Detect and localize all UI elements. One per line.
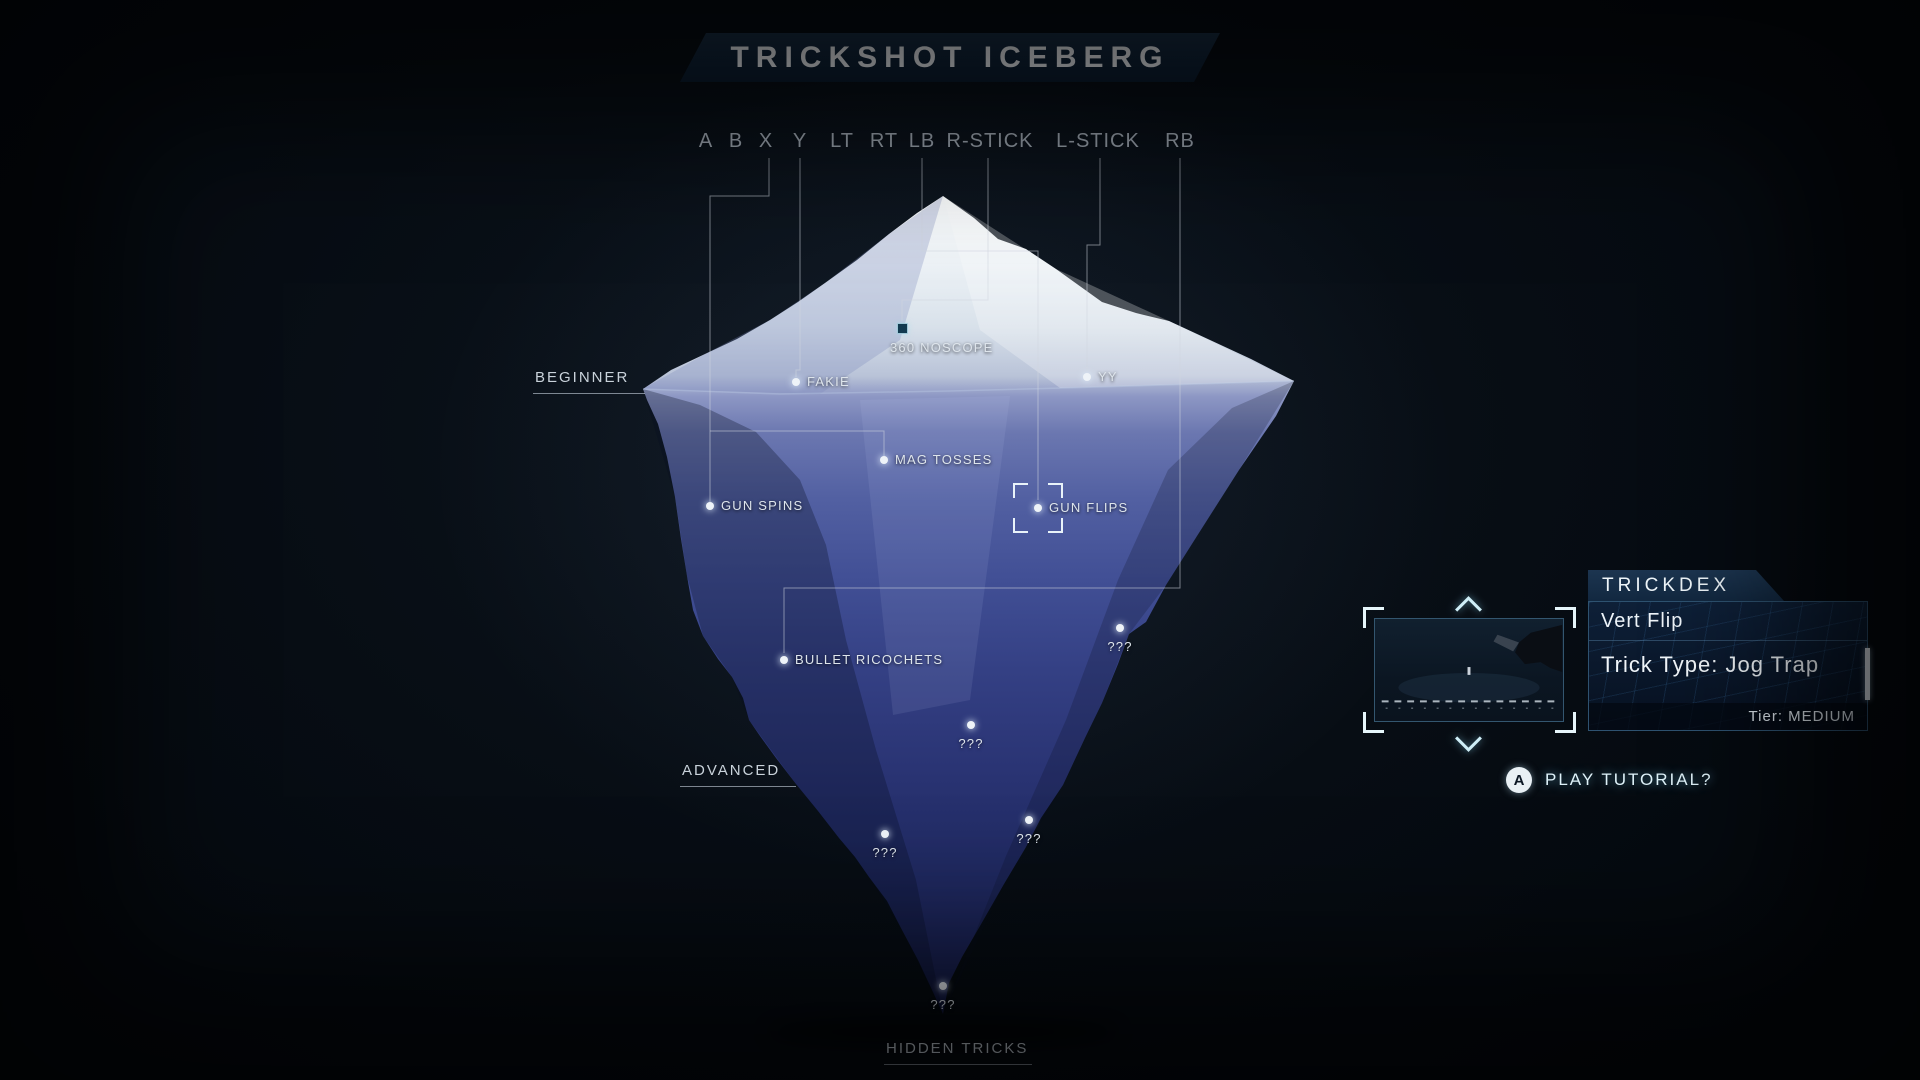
controller-button-lb: LB	[908, 130, 936, 152]
trick-label: ???	[1107, 639, 1133, 654]
controller-button-rt: RT	[869, 130, 899, 152]
trickdex-preview-scene	[1381, 624, 1563, 709]
trick-label: MAG TOSSES	[895, 452, 993, 467]
play-tutorial-prompt[interactable]: A PLAY TUTORIAL?	[1506, 767, 1713, 793]
trickdex-title: TRICKDEX	[1602, 574, 1731, 596]
iceberg-facet-cap-right	[943, 196, 1294, 388]
play-tutorial-label: PLAY TUTORIAL?	[1545, 770, 1713, 789]
trick-label: FAKIE	[807, 374, 850, 389]
trick-label: ???	[1016, 831, 1042, 846]
trick-label: ???	[872, 845, 898, 860]
trick-preview-thumbnail[interactable]	[1374, 618, 1564, 722]
trickdex-scrollbar[interactable]	[1865, 648, 1870, 700]
trick-label: GUN SPINS	[721, 498, 804, 513]
iceberg-shadow	[768, 1017, 1118, 1047]
dot-marker-icon	[967, 721, 975, 729]
connector-lines	[709, 158, 1181, 653]
selection-brackets-icon	[1013, 483, 1063, 533]
iceberg-facet-center-light	[860, 396, 1010, 715]
dot-marker-icon	[1025, 816, 1033, 824]
controller-button-lt: LT	[830, 130, 854, 152]
trick-label: 360 NOSCOPE	[890, 340, 994, 355]
tier-label-beginner: BEGINNER	[533, 369, 646, 394]
page-title: TRICKSHOT ICEBERG	[730, 40, 1170, 74]
dot-marker-icon	[1116, 624, 1124, 632]
controller-button-rb: RB	[1165, 130, 1195, 152]
trickdex-header: TRICKDEX	[1588, 570, 1784, 601]
dot-marker-icon	[939, 982, 947, 990]
controller-button-rstick: R-STICK	[946, 130, 1034, 152]
controller-button-y: Y	[792, 130, 808, 152]
trick-type: Trick Type: Jog Trap	[1601, 652, 1820, 677]
preview-corner-brackets	[1363, 607, 1576, 733]
trick-label: GUN FLIPS	[1049, 500, 1129, 515]
trick-name: Vert Flip	[1589, 602, 1867, 641]
gun-icon	[1493, 634, 1520, 652]
trick-tier-badge: Tier: MEDIUM	[1589, 703, 1867, 730]
dot-marker-icon	[880, 456, 888, 464]
iceberg-facet-cap-left	[643, 196, 943, 394]
dot-marker-icon	[1083, 373, 1091, 381]
iceberg-waterline	[642, 380, 1295, 395]
trickdex-panel: Vert Flip Trick Type: Jog Trap Tier: MED…	[1588, 601, 1870, 731]
tier-label-hidden-tricks: HIDDEN TRICKS	[884, 1040, 1033, 1065]
dot-marker-icon	[780, 656, 788, 664]
title-banner: TRICKSHOT ICEBERG	[680, 33, 1220, 82]
controller-button-x: X	[758, 130, 774, 152]
tier-label-advanced: ADVANCED	[680, 762, 797, 787]
dot-marker-icon	[1034, 504, 1042, 512]
trick-label: ???	[930, 997, 956, 1012]
trick-label: ???	[958, 736, 984, 751]
iceberg-body	[643, 196, 1294, 1014]
dot-marker-icon	[706, 502, 714, 510]
controller-button-b: B	[728, 130, 744, 152]
iceberg-facet-left-deep	[643, 389, 943, 1014]
dot-marker-icon	[881, 830, 889, 838]
controller-button-a: A	[698, 130, 714, 152]
square-marker-icon	[897, 323, 908, 334]
controller-button-lstick: L-STICK	[1056, 130, 1140, 152]
glove-hand-icon	[1515, 624, 1563, 672]
trick-label: YY	[1098, 369, 1118, 384]
dot-marker-icon	[792, 378, 800, 386]
a-button-icon: A	[1506, 767, 1532, 793]
trick-label: BULLET RICOCHETS	[795, 652, 944, 667]
